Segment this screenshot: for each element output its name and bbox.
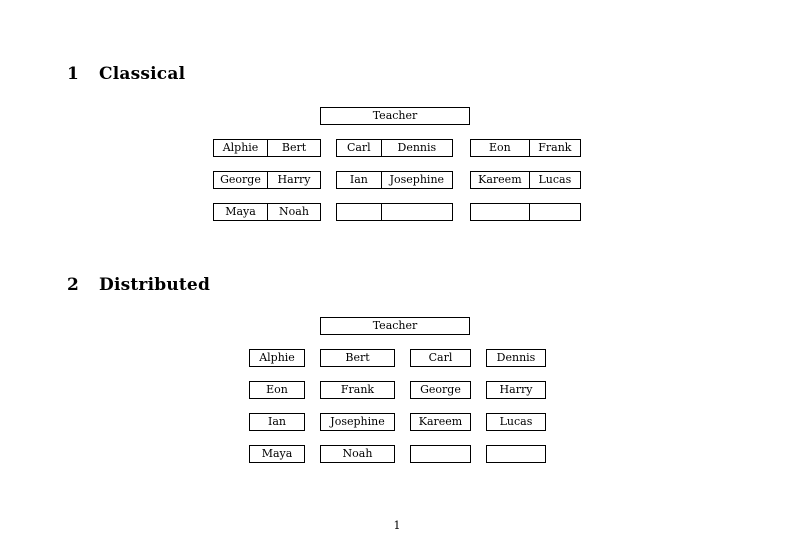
student-box: Kareem bbox=[410, 413, 471, 431]
student-box: Maya bbox=[249, 445, 305, 463]
student-cell: Noah bbox=[267, 204, 320, 220]
page-number: 1 bbox=[393, 519, 401, 532]
student-box: Eon bbox=[249, 381, 305, 399]
student-cell: Harry bbox=[267, 172, 320, 188]
section-heading-distributed: 2 Distributed bbox=[67, 275, 210, 295]
student-box-empty bbox=[486, 445, 546, 463]
student-box: Josephine bbox=[320, 413, 395, 431]
student-box: Ian bbox=[249, 413, 305, 431]
table-row: Alphie Bert bbox=[213, 139, 321, 157]
student-box: Harry bbox=[486, 381, 546, 399]
table-row: Carl Dennis bbox=[336, 139, 453, 157]
table-row: George Harry bbox=[213, 171, 321, 189]
student-box: Frank bbox=[320, 381, 395, 399]
student-box: Noah bbox=[320, 445, 395, 463]
student-cell: Dennis bbox=[380, 140, 452, 156]
teacher-box-classical: Teacher bbox=[320, 107, 470, 125]
student-cell: Frank bbox=[528, 140, 580, 156]
student-box: George bbox=[410, 381, 471, 399]
student-cell: Alphie bbox=[222, 141, 259, 154]
student-cell-empty bbox=[337, 204, 381, 220]
student-cell-empty bbox=[380, 204, 452, 220]
student-cell: Lucas bbox=[528, 172, 580, 188]
table-row: Maya Noah bbox=[213, 203, 321, 221]
table-row-empty bbox=[470, 203, 581, 221]
student-cell: Carl bbox=[346, 141, 371, 154]
section-title: Distributed bbox=[99, 275, 211, 295]
student-cell: Josephine bbox=[380, 172, 452, 188]
student-box-empty bbox=[410, 445, 471, 463]
student-cell: George bbox=[220, 173, 261, 186]
student-cell: Bert bbox=[267, 140, 320, 156]
table-row-empty bbox=[336, 203, 453, 221]
student-cell-empty bbox=[471, 204, 529, 220]
student-cell: Ian bbox=[349, 173, 368, 186]
student-cell: Maya bbox=[225, 205, 256, 218]
student-box: Alphie bbox=[249, 349, 305, 367]
section-title: Classical bbox=[99, 64, 186, 84]
student-cell: Kareem bbox=[478, 173, 522, 186]
student-cell-empty bbox=[528, 204, 580, 220]
student-box: Dennis bbox=[486, 349, 546, 367]
student-box: Carl bbox=[410, 349, 471, 367]
table-row: Ian Josephine bbox=[336, 171, 453, 189]
table-row: Eon Frank bbox=[470, 139, 581, 157]
section-number: 2 bbox=[67, 275, 80, 295]
student-cell: Eon bbox=[489, 141, 511, 154]
student-box: Bert bbox=[320, 349, 395, 367]
section-heading-classical: 1 Classical bbox=[67, 64, 185, 84]
section-number: 1 bbox=[67, 64, 80, 84]
student-box: Lucas bbox=[486, 413, 546, 431]
table-row: Kareem Lucas bbox=[470, 171, 581, 189]
teacher-box-distributed: Teacher bbox=[320, 317, 470, 335]
